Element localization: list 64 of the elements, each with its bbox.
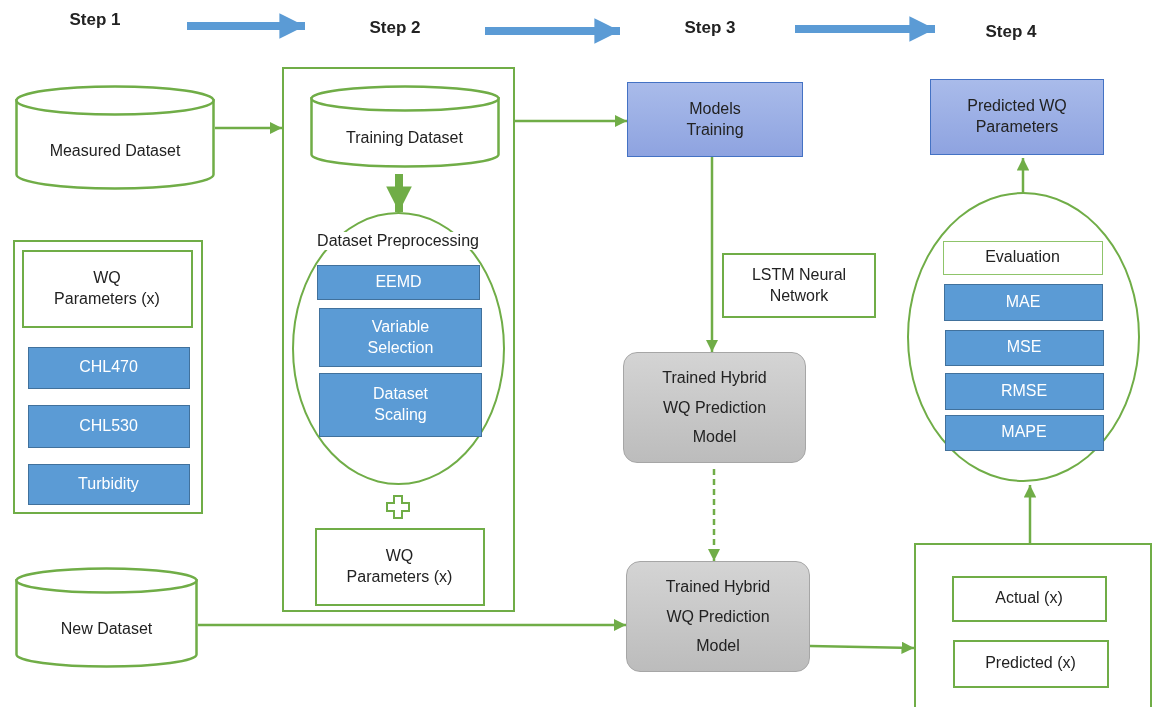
process-box [627, 82, 803, 157]
process-box [27, 346, 190, 389]
box-label: CHL530 [79, 415, 138, 436]
box-label: MSE [1006, 337, 1042, 358]
box-label: Dataset Scaling [371, 384, 430, 425]
box-label: MAE [1005, 291, 1041, 312]
box-label: Trained Hybrid WQ Prediction Model [664, 577, 772, 657]
box-label: CHL470 [79, 357, 138, 378]
process-box [27, 404, 190, 448]
step-heading: Step 4 [980, 20, 1042, 44]
database-cylinder [15, 85, 215, 190]
box-label: Predicted (x) [985, 653, 1076, 674]
process-box [944, 372, 1104, 410]
box-label: RMSE [1000, 380, 1048, 401]
parameter-box [942, 240, 1103, 275]
box-label: WQ Parameters (x) [53, 267, 161, 309]
process-box [319, 373, 482, 437]
process-box [27, 463, 190, 505]
process-box [944, 329, 1104, 366]
box-label: LSTM Neural Network [750, 264, 848, 306]
group-ellipse [907, 192, 1140, 482]
step-heading: Step 2 [360, 16, 430, 40]
dashed-arrow [707, 469, 721, 561]
box-label: Models Training [685, 98, 745, 140]
box-label: Predicted WQ Parameters [966, 96, 1068, 137]
process-box [944, 414, 1104, 451]
group-box [13, 240, 203, 514]
process-box [943, 283, 1103, 321]
arrow [198, 618, 626, 632]
step-heading: Step 1 [60, 8, 130, 32]
arrow [809, 641, 915, 654]
database-cylinder [309, 84, 500, 168]
box-label: Actual (x) [995, 588, 1063, 609]
box-label: Trained Hybrid WQ Prediction Model [661, 368, 768, 448]
arrow [215, 121, 282, 135]
box-label: New Dataset [60, 619, 153, 640]
group-box [282, 67, 515, 612]
arrow [1016, 158, 1030, 192]
arrow [515, 114, 627, 128]
arrow [705, 157, 719, 352]
box-label: Evaluation [985, 247, 1060, 268]
parameter-box [314, 527, 485, 606]
box-label: Measured Dataset [49, 141, 181, 162]
box-label: Turbidity [78, 473, 139, 494]
process-box [317, 265, 480, 300]
box-label: MAPE [1001, 422, 1047, 443]
parameter-box [21, 249, 193, 328]
process-box [930, 79, 1104, 155]
group-heading: Dataset Preprocessing [315, 231, 481, 250]
model-box [626, 561, 810, 672]
step-heading: Step 3 [675, 16, 745, 40]
model-box [623, 352, 806, 463]
parameter-box [952, 639, 1109, 688]
parameter-box [722, 253, 876, 318]
parameter-box [951, 575, 1107, 622]
group-ellipse [291, 211, 505, 485]
process-box [319, 308, 482, 367]
group-box [914, 543, 1152, 707]
arrow [1023, 485, 1037, 543]
box-label: Training Dataset [346, 127, 463, 148]
box-label: EEMD [375, 272, 422, 293]
database-cylinder [15, 567, 198, 668]
box-label: WQ Parameters (x) [346, 545, 453, 587]
box-label: Variable Selection [366, 316, 435, 358]
